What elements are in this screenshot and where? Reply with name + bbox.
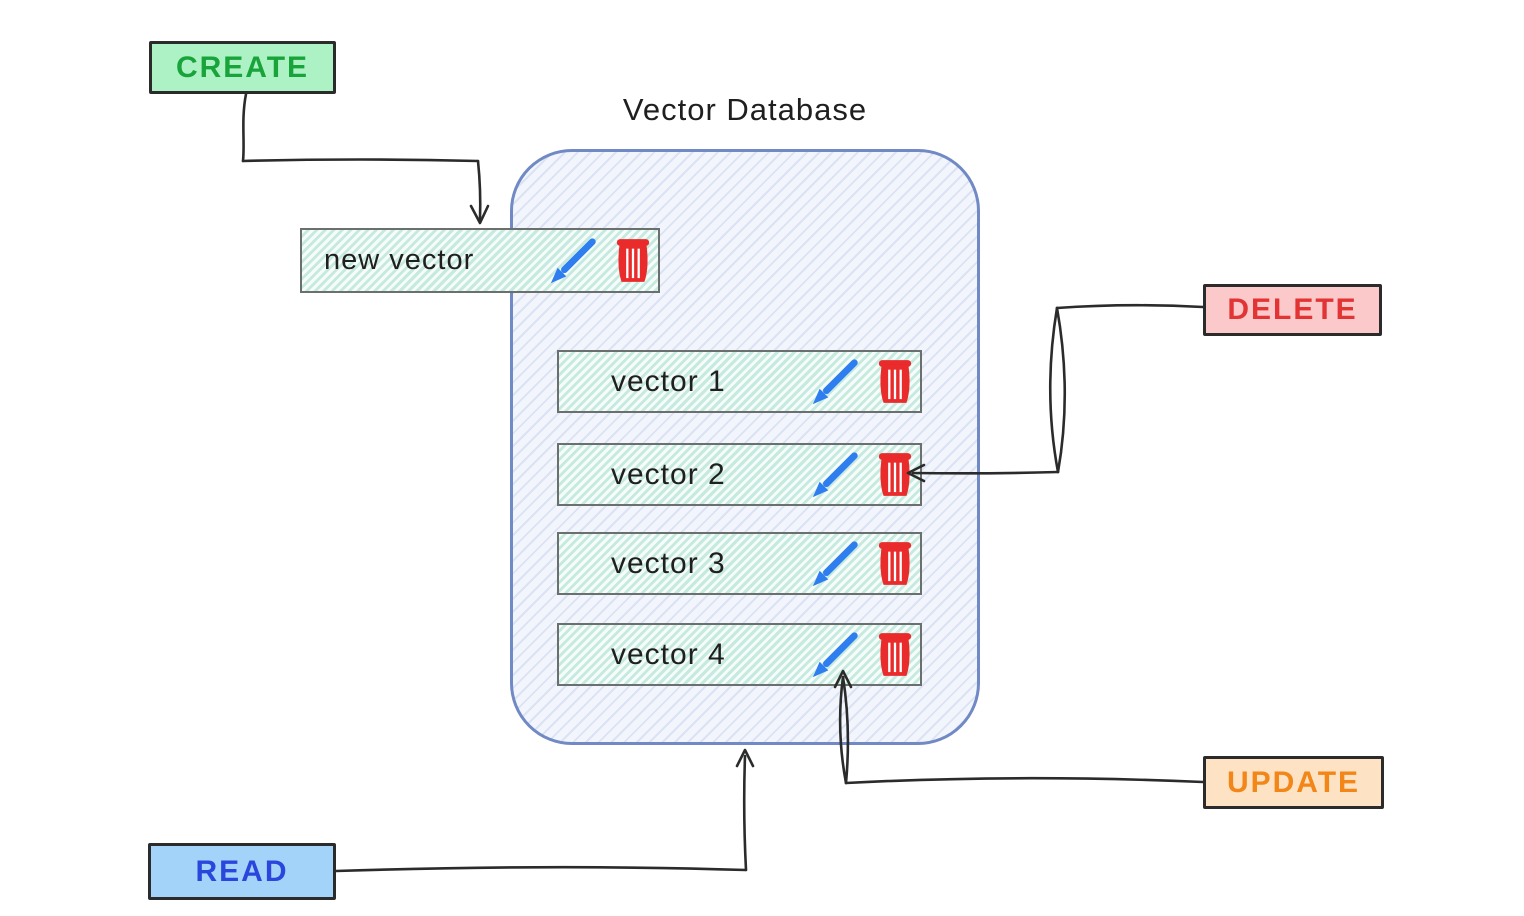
delete-node: DELETE xyxy=(1203,284,1382,336)
pencil-edit-icon xyxy=(812,631,858,677)
create-node: CREATE xyxy=(149,41,336,94)
delete-label: DELETE xyxy=(1227,293,1358,326)
update-label: UPDATE xyxy=(1226,765,1361,799)
database-title: Vector Database xyxy=(622,92,868,127)
row-icon-group xyxy=(808,625,914,684)
create-label: CREATE xyxy=(175,50,310,84)
row-new-vector: new vector xyxy=(300,228,660,293)
pencil-edit-icon xyxy=(812,451,858,497)
row-label: vector 3 xyxy=(611,546,726,580)
row-label: vector 2 xyxy=(611,457,726,491)
pencil-edit-icon xyxy=(812,358,858,404)
read-node: READ xyxy=(148,843,336,900)
row-vector-3: vector 3 xyxy=(557,532,922,595)
row-label: new vector xyxy=(324,244,475,276)
read-arrow xyxy=(334,748,755,873)
row-icon-group xyxy=(546,230,652,291)
row-label: vector 1 xyxy=(611,364,726,398)
row-icon-group xyxy=(808,534,914,593)
pencil-edit-icon xyxy=(812,540,858,586)
trash-delete-icon xyxy=(878,541,912,585)
trash-delete-icon xyxy=(616,238,650,282)
trash-delete-icon xyxy=(878,359,912,403)
row-vector-1: vector 1 xyxy=(557,350,922,413)
read-label: READ xyxy=(195,854,289,888)
trash-delete-icon xyxy=(878,632,912,676)
pencil-edit-icon xyxy=(550,237,596,283)
row-vector-2: vector 2 xyxy=(557,443,922,506)
row-icon-group xyxy=(808,352,914,411)
create-arrow xyxy=(241,92,490,225)
row-icon-group xyxy=(808,445,914,504)
trash-delete-icon xyxy=(878,452,912,496)
row-vector-4: vector 4 xyxy=(557,623,922,686)
update-node: UPDATE xyxy=(1203,756,1384,809)
row-label: vector 4 xyxy=(611,637,726,671)
